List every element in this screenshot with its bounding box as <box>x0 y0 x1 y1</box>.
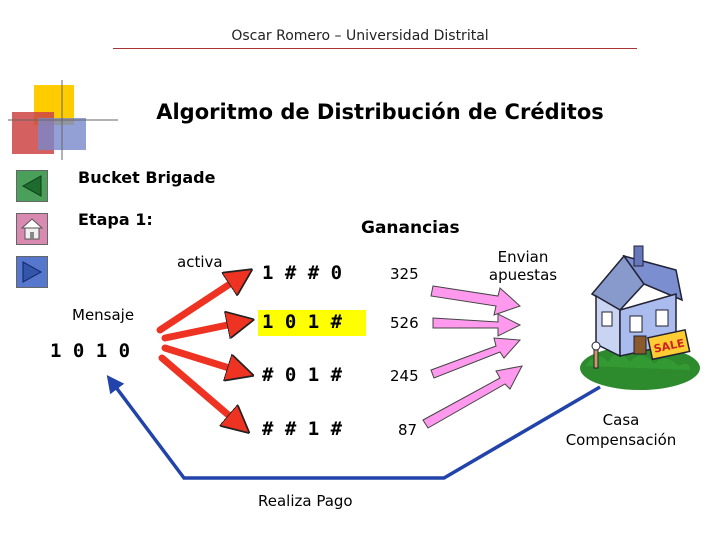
match-arrow <box>165 322 242 338</box>
house-icon: SALE <box>572 236 702 396</box>
payment-cycle-arrow <box>112 382 600 478</box>
bid-arrows <box>423 286 522 428</box>
